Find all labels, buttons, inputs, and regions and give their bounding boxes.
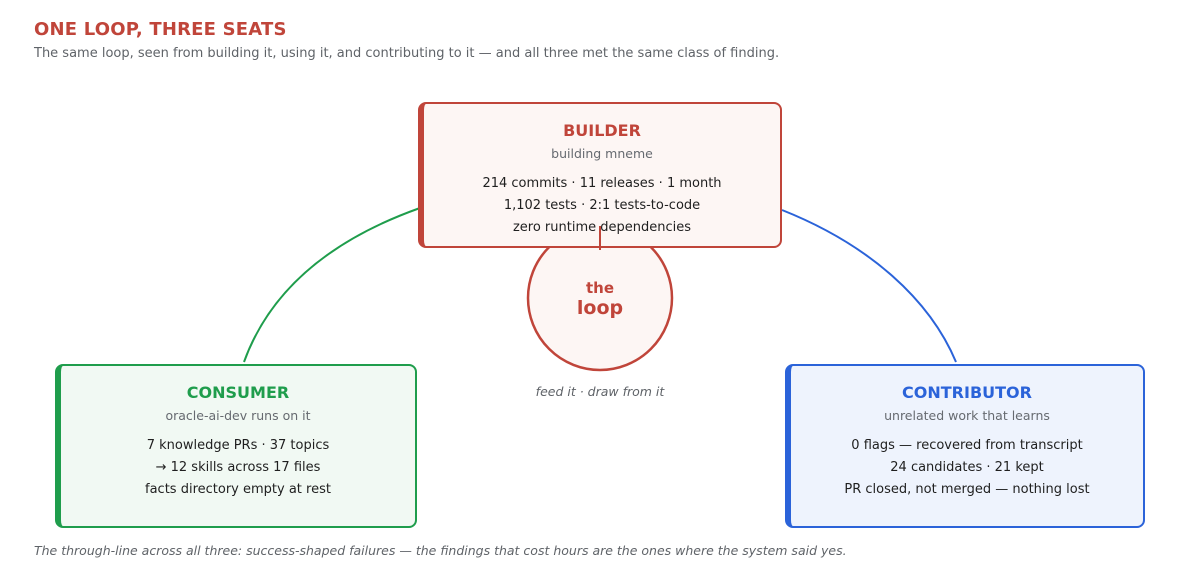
loop-label-the: the (585, 279, 615, 297)
contributor-subtitle: unrelated work that learns (884, 408, 1050, 423)
contributor-card: CONTRIBUTOR unrelated work that learns 0… (785, 364, 1145, 528)
builder-title: BUILDER (563, 121, 641, 140)
contributor-connector (781, 209, 957, 363)
footer-note: The through-line across all three: succe… (34, 543, 847, 558)
consumer-line: → 12 skills across 17 files (155, 460, 321, 475)
contributor-line: 24 candidates · 21 kept (890, 460, 1044, 475)
consumer-connector (243, 207, 421, 363)
loop-label-loop: loop (576, 297, 624, 319)
consumer-subtitle: oracle-ai-dev runs on it (165, 408, 311, 423)
page-title: ONE LOOP, THREE SEATS (34, 19, 287, 40)
page-subtitle: The same loop, seen from building it, us… (34, 46, 780, 61)
consumer-title: CONSUMER (186, 383, 290, 402)
contributor-line: 0 flags — recovered from transcript (851, 438, 1083, 453)
contributor-line: PR closed, not merged — nothing lost (844, 482, 1090, 497)
builder-card: BUILDER building mneme 214 commits · 11 … (418, 102, 782, 248)
builder-line: zero runtime dependencies (512, 220, 692, 235)
consumer-line: 7 knowledge PRs · 37 topics (146, 438, 330, 453)
contributor-title: CONTRIBUTOR (902, 383, 1032, 402)
builder-line: 1,102 tests · 2:1 tests-to-code (503, 198, 701, 213)
consumer-line: facts directory empty at rest (145, 482, 331, 497)
builder-subtitle: building mneme (551, 146, 653, 161)
consumer-card: CONSUMER oracle-ai-dev runs on it 7 know… (55, 364, 417, 528)
loop-caption: feed it · draw from it (535, 384, 665, 399)
builder-line: 214 commits · 11 releases · 1 month (482, 176, 722, 191)
